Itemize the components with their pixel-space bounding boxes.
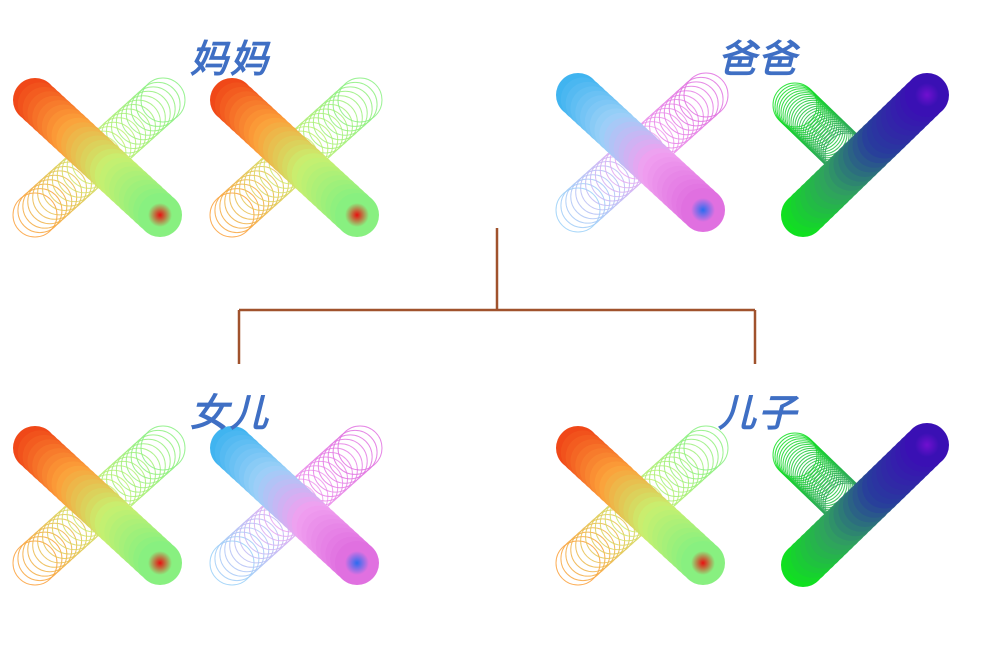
son-chromosome-y xyxy=(772,423,949,587)
chromosome-ring xyxy=(317,95,363,141)
centromere-dot xyxy=(915,433,939,457)
chromosome-ring xyxy=(135,81,181,127)
father-chromosome-x xyxy=(555,72,729,233)
father-label: 爸爸 xyxy=(718,37,799,81)
chromosome-ring xyxy=(663,443,709,489)
chromosome-ring xyxy=(678,76,724,122)
mother-label: 妈妈 xyxy=(190,37,271,81)
chromosome-ring xyxy=(678,429,724,475)
chromosome-ring xyxy=(140,77,186,123)
chromosome-ring xyxy=(673,434,719,480)
son-label: 儿子 xyxy=(718,391,799,435)
family-tree-connector xyxy=(237,228,757,364)
chromosome-long-arm xyxy=(781,423,949,587)
chromosome-front-arm xyxy=(556,426,725,585)
chromosome-ring xyxy=(135,429,181,475)
chromosome-ring xyxy=(327,434,373,480)
father-chromosome-y xyxy=(772,73,949,237)
chromosome-ring xyxy=(337,77,383,123)
chromosome-ring xyxy=(120,443,166,489)
centromere-dot xyxy=(148,551,172,575)
chromosome-ring xyxy=(804,463,850,509)
chromosome-ring xyxy=(332,81,378,127)
mother-chromosome-pair xyxy=(12,77,383,238)
chromosome-front-arm xyxy=(13,426,182,585)
chromosome-ring xyxy=(668,438,714,484)
chromosome-front-arm xyxy=(556,73,725,232)
centromere-dot xyxy=(691,198,715,222)
chromosome-ring xyxy=(322,438,368,484)
centromere-dot xyxy=(345,203,369,227)
chromosome-ring xyxy=(327,86,373,132)
chromosome-front-arm xyxy=(210,426,379,585)
chromosome-ring xyxy=(130,86,176,132)
chromosome-ring xyxy=(140,425,186,471)
chromosome-front-arm xyxy=(210,78,379,237)
daughter-label: 女儿 xyxy=(190,391,271,435)
chromosome-ring xyxy=(683,425,729,471)
chromosome-ring xyxy=(125,90,171,136)
chromosome-ring xyxy=(668,85,714,131)
chromosome-ring xyxy=(322,90,368,136)
father-chromosome-pair xyxy=(555,72,949,237)
chromosome-ring xyxy=(332,429,378,475)
centromere-dot xyxy=(345,551,369,575)
son-chromosome-x xyxy=(555,425,729,586)
mother-chromosome-x xyxy=(209,77,383,238)
chromosome-ring xyxy=(683,72,729,118)
chromosome-ring xyxy=(120,95,166,141)
daughter-chromosome-pair xyxy=(12,425,383,586)
chromosome-ring xyxy=(804,113,850,159)
centromere-dot xyxy=(691,551,715,575)
son-chromosome-pair xyxy=(555,423,949,587)
chromosome-ring xyxy=(125,438,171,484)
chromosome-ring xyxy=(130,434,176,480)
centromere-dot xyxy=(915,83,939,107)
daughter-chromosome-x xyxy=(209,425,383,586)
chromosome-front-arm xyxy=(13,78,182,237)
chromosome-ring xyxy=(337,425,383,471)
mother-chromosome-x xyxy=(12,77,186,238)
chromosome-ring xyxy=(673,81,719,127)
chromosome-ring xyxy=(663,90,709,136)
chromosome-ring xyxy=(317,443,363,489)
daughter-chromosome-x xyxy=(12,425,186,586)
centromere-dot xyxy=(148,203,172,227)
chromosome-long-arm xyxy=(781,73,949,237)
